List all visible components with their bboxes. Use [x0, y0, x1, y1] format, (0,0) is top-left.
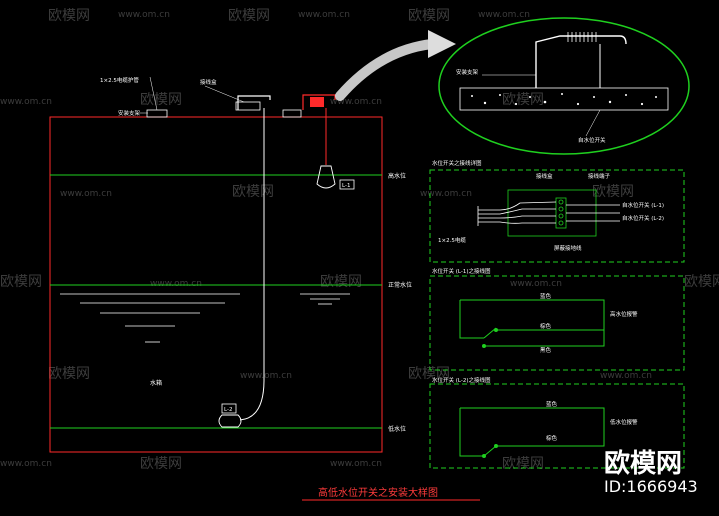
watermark-layer: 欧模网 欧模网 欧模网 欧模网 欧模网 欧模网 欧模网 欧模网 欧模网 欧模网 … [0, 8, 719, 472]
wiring-bottom-note: 屏蔽接地线 [554, 244, 582, 252]
switch-l2-contact [482, 454, 486, 458]
detail-ellipse [438, 17, 690, 155]
watermark-text: 欧模网 [592, 184, 634, 200]
wiring-frame [429, 169, 685, 263]
watermark-text: 欧模网 [228, 8, 270, 24]
water-tank: 水箱 高水位 正常水位 低水位 L-1 L-2 1×2.5电缆护管 接线盒 安装… [49, 76, 412, 453]
watermark-text: 欧模网 [408, 8, 450, 24]
watermark-url: www.om.cn [298, 10, 350, 20]
switch-low-label: L-2 [224, 407, 232, 413]
watermark-url: www.om.cn [0, 97, 52, 107]
l1-target-label: 高水位报警 [610, 310, 638, 318]
fixing-bracket-right [282, 109, 302, 118]
brand-id-label: ID:1666943 [604, 477, 698, 496]
water-surface-marks [60, 293, 350, 343]
watermark-url: www.om.cn [420, 189, 472, 199]
switch-l1-circuit [459, 299, 605, 347]
l1-blue-label: 蓝色 [540, 292, 552, 300]
wiring-out1-label: 自水位开关 (L-1) [622, 201, 664, 209]
switch-cable-detail [535, 35, 627, 88]
switch-tag-low [221, 403, 237, 414]
l2-brown-label: 棕色 [546, 434, 558, 442]
switch-l1-contact [482, 344, 486, 348]
watermark-url: www.om.cn [150, 279, 202, 289]
switch-l1-contact [494, 328, 498, 332]
junction-box-shape [235, 101, 261, 111]
leader-line [585, 109, 601, 137]
watermark-text: 欧模网 [502, 92, 544, 108]
switch-l2-panel: 水位开关 (L-2)之接线图 蓝色 棕色 低水位报警 [429, 376, 685, 469]
watermark-url: www.om.cn [478, 10, 530, 20]
wiring-cables [477, 201, 620, 226]
switch-l2-title: 水位开关 (L-2)之接线图 [432, 376, 491, 384]
normal-level-label: 正常水位 [388, 281, 412, 289]
l2-blue-label: 蓝色 [546, 400, 558, 408]
wiring-detail-panel: 水位开关之接线详图 接线盒 接线端子 自水位开关 (L-1) 自水位开关 (L-… [429, 159, 685, 263]
switch-l2-contact [494, 444, 498, 448]
watermark-url: www.om.cn [510, 279, 562, 289]
watermark-url: www.om.cn [330, 97, 382, 107]
red-gland [302, 94, 336, 110]
switch-l1-title: 水位开关 (L-1)之接线图 [432, 267, 491, 275]
concrete-slab [459, 87, 669, 111]
switch-l2-circuit [459, 407, 605, 457]
watermark-text: 欧模网 [502, 456, 544, 472]
wiring-out2-label: 自水位开关 (L-2) [622, 214, 664, 222]
switch-l1-frame [429, 275, 685, 371]
watermark-url: www.om.cn [330, 459, 382, 469]
float-switch-high-icon [316, 165, 336, 189]
fixing-bracket-left [146, 109, 168, 118]
leader-line [149, 76, 158, 111]
l1-brown-label: 棕色 [540, 322, 552, 330]
detail-item2-label: 自水位开关 [578, 136, 606, 144]
switch-high-label: L-1 [342, 183, 350, 189]
watermark-text: 欧模网 [320, 274, 362, 290]
watermark-text: 欧模网 [232, 184, 274, 200]
l1-black-label: 黑色 [540, 346, 552, 354]
fixing-label: 安装支架 [118, 109, 141, 117]
high-level-label: 高水位 [388, 172, 406, 180]
watermark-url: www.om.cn [600, 371, 652, 381]
watermark-text: 欧模网 [0, 274, 42, 290]
switch-l2-frame [429, 383, 685, 469]
terminal-box-label: 接线盒 [536, 172, 553, 180]
callout-arrow-icon [428, 30, 456, 58]
float-switch-low-icon [218, 414, 242, 428]
junction-box-label: 接线盒 [200, 78, 217, 86]
watermark-url: www.om.cn [240, 371, 292, 381]
switch-tag-high [339, 179, 355, 190]
detail-callout: 安装支架 自水位开关 [438, 17, 690, 155]
terminal-strip [555, 197, 567, 229]
watermark-text: 欧模网 [684, 274, 719, 290]
cable-coil [567, 32, 597, 42]
tank-inside-label: 水箱 [150, 379, 162, 387]
red-fitting [310, 97, 324, 107]
concrete-dots [471, 93, 657, 106]
brand-logo-text: 欧模网 [604, 448, 682, 479]
wiring-cable-label: 1×2.5电缆 [438, 236, 466, 244]
low-level-label: 低水位 [388, 425, 406, 433]
watermark-text: 欧模网 [48, 366, 90, 382]
detail-item1-label: 安装支架 [456, 68, 479, 76]
drawing-title: 高低水位开关之安装大样图 [318, 486, 438, 499]
wiring-title: 水位开关之接线详图 [432, 159, 482, 167]
terminal-strip-label: 接线端子 [588, 172, 611, 180]
cable-note-label: 1×2.5电缆护管 [100, 76, 139, 84]
watermark-url: www.om.cn [118, 10, 170, 20]
watermark-url: www.om.cn [60, 189, 112, 199]
watermark-text: 欧模网 [140, 456, 182, 472]
cable-gland [237, 95, 271, 110]
float-cable-low [239, 108, 265, 421]
leader-line [204, 85, 245, 103]
l2-target-label: 低水位报警 [610, 418, 638, 426]
watermark-url: www.om.cn [0, 459, 52, 469]
callout-arrow-shaft [335, 39, 437, 101]
watermark-text: 欧模网 [48, 8, 90, 24]
watermark-text: 欧模网 [140, 92, 182, 108]
switch-l1-panel: 水位开关 (L-1)之接线图 蓝色 棕色 黑色 高水位报警 [429, 267, 685, 371]
